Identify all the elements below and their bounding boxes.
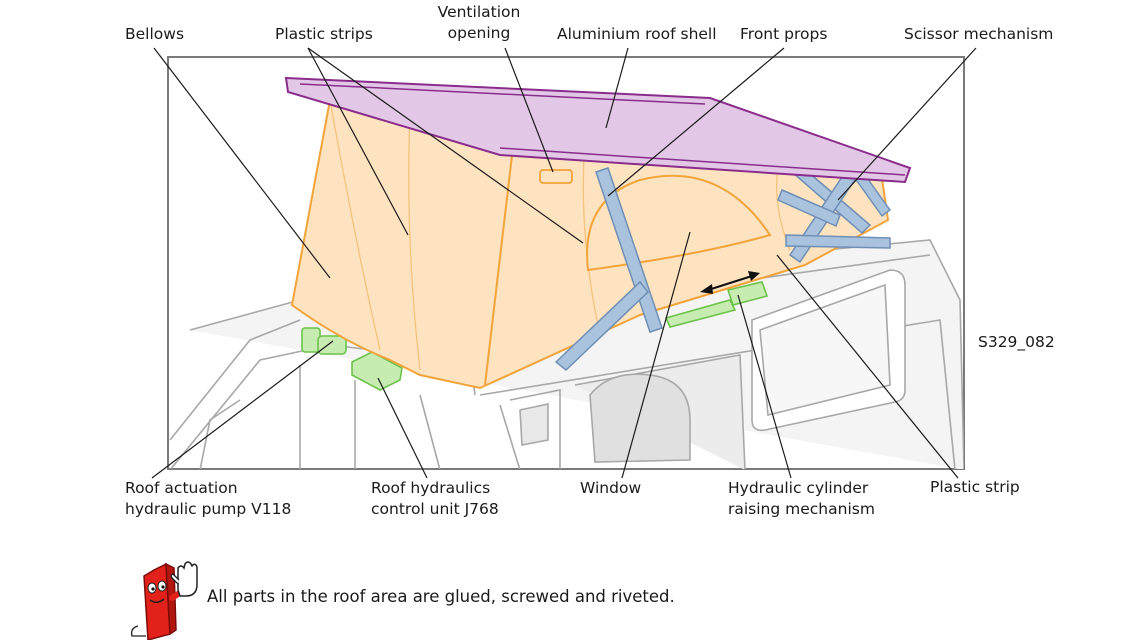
leader-ventilation	[504, 47, 554, 173]
aluminium-roof-shell	[284, 76, 912, 184]
stop-hand-mascot-icon	[130, 561, 198, 640]
leader-control-unit	[377, 377, 428, 479]
leader-front-props	[607, 47, 785, 197]
ventilation-opening	[539, 169, 573, 184]
label-pump-line1: Roof actuation	[125, 479, 238, 497]
label-window: Window	[580, 479, 642, 497]
figure-code: S329_082	[978, 333, 1055, 351]
leader-scissor	[837, 47, 977, 201]
label-scissor-mechanism: Scissor mechanism	[904, 25, 1054, 43]
hydraulic-pump-body	[317, 335, 347, 355]
movement-arrow-icon	[700, 271, 760, 294]
leader-plastic-strips-2	[307, 47, 584, 244]
leader-window	[621, 231, 691, 479]
label-plastic-strips: Plastic strips	[275, 25, 373, 43]
label-ventilation-opening: Ventilation opening	[420, 2, 538, 44]
label-aluminium-roof-shell: Aluminium roof shell	[557, 25, 717, 43]
label-front-props: Front props	[740, 25, 828, 43]
assembly-note: All parts in the roof area are glued, sc…	[207, 587, 675, 606]
label-pump-line2: hydraulic pump V118	[125, 500, 292, 518]
props-and-scissors	[554, 159, 892, 371]
leader-cylinder	[737, 294, 792, 479]
hydraulic-cylinder	[664, 299, 737, 328]
label-cylinder-line2: raising mechanism	[728, 500, 875, 518]
label-ventilation-line1: Ventilation	[437, 3, 521, 21]
label-hydraulic-pump: Roof actuation hydraulic pump V118	[125, 478, 291, 520]
leader-bellows	[153, 47, 331, 279]
leader-plastic-strips-1	[307, 47, 409, 236]
leader-lines	[151, 47, 977, 479]
label-hydraulic-cylinder: Hydraulic cylinder raising mechanism	[728, 478, 875, 520]
hydraulic-components	[301, 281, 769, 391]
label-control-line2: control unit J768	[371, 500, 499, 518]
leader-roof-shell	[605, 47, 629, 129]
label-control-line1: Roof hydraulics	[371, 479, 491, 497]
leader-plastic-strip	[776, 254, 959, 479]
label-bellows: Bellows	[125, 25, 185, 43]
label-plastic-strip: Plastic strip	[930, 478, 1020, 496]
leader-pump	[151, 340, 334, 479]
label-ventilation-line2: opening	[447, 24, 511, 42]
label-cylinder-line1: Hydraulic cylinder	[728, 479, 869, 497]
label-control-unit: Roof hydraulics control unit J768	[371, 478, 499, 520]
